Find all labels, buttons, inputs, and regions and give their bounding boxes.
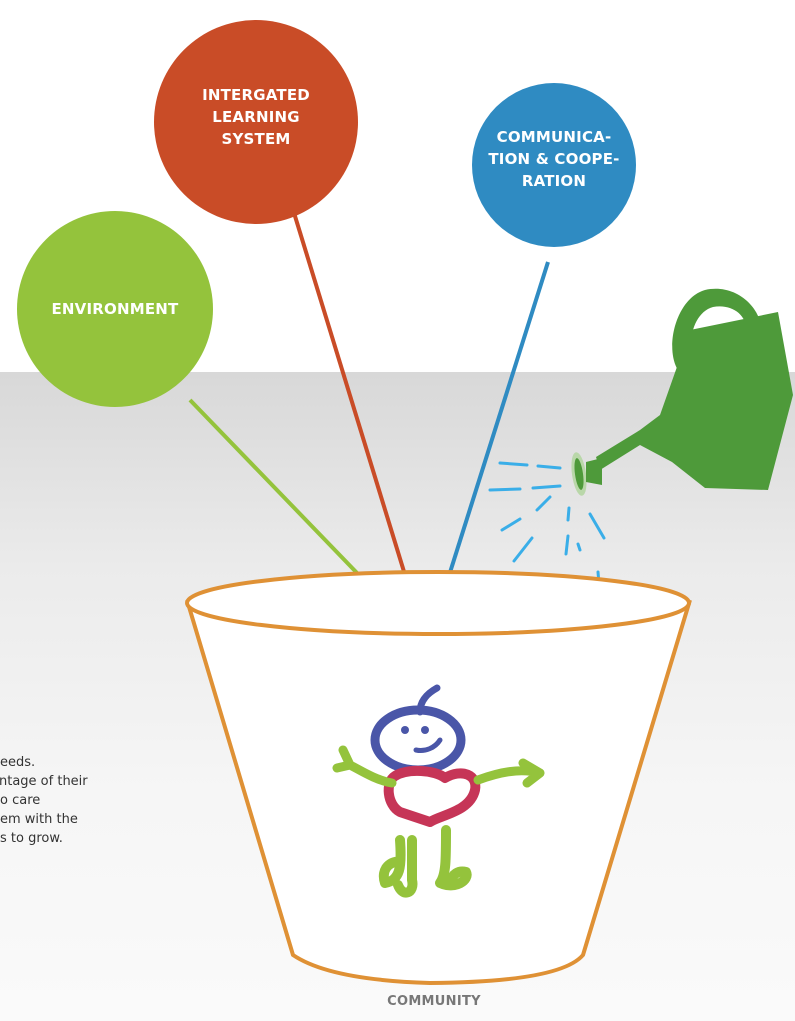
description-line: eeds. [0,755,36,770]
environment-stem [188,398,389,606]
communication-stem [433,261,550,621]
description-line: ntage of their [0,774,88,789]
description-text: eeds. ntage of their o care em with the … [0,753,200,848]
environment-circle [17,211,213,407]
environment-circle-label: ENVIRONMENT [51,300,179,318]
description-line: s to grow. [0,831,63,846]
description-line: em with the [0,812,78,827]
integrated-stem [285,189,415,602]
watering-can-icon [571,288,793,496]
community-pot [185,570,692,985]
communication-circle [472,83,636,247]
integrated-circle [154,20,358,224]
description-line: o care [0,793,41,808]
community-label: COMMUNITY [387,994,481,1009]
communication-circle-label: COMMUNICA- TION & COOPE- RATION [488,128,620,190]
child-figure-icon [332,684,545,898]
integrated-circle-label: INTERGATED LEARNING SYSTEM [202,86,310,148]
